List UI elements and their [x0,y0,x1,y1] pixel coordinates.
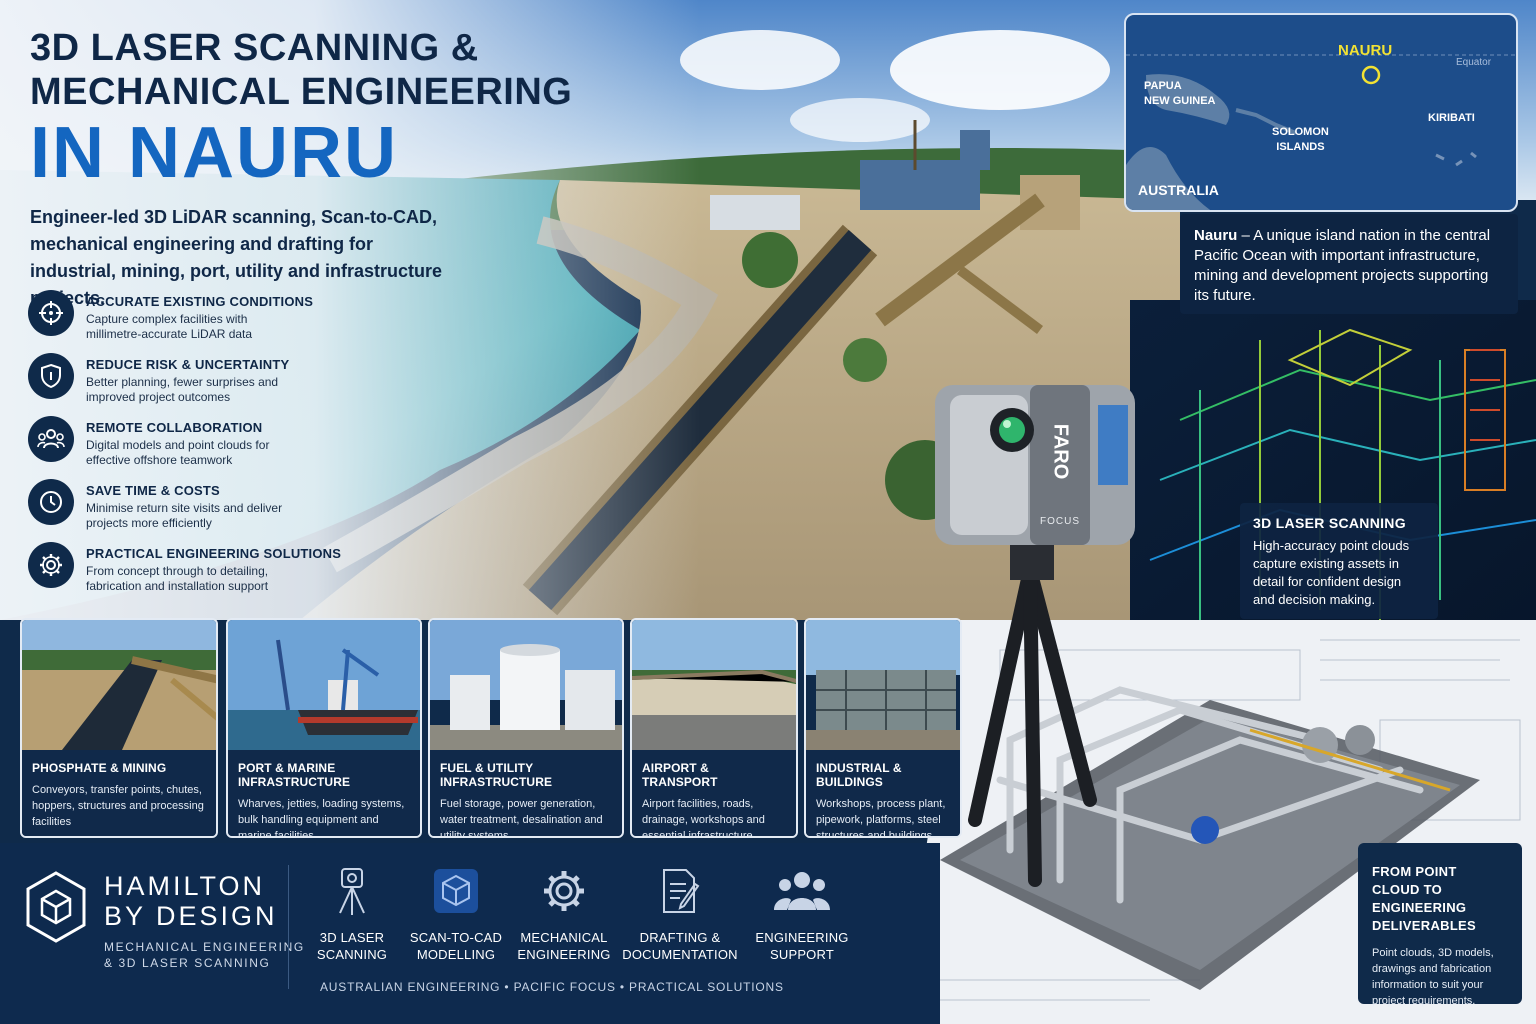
scanner-brand: FARO [1049,423,1072,480]
scanner-tripod-icon [292,863,412,919]
sector-title: INDUSTRIAL & BUILDINGS [816,761,902,789]
benefit-title: ACCURATE EXISTING CONDITIONS [86,294,314,309]
hero: 3D LASER SCANNING & MECHANICAL ENGINEERI… [30,26,630,312]
sector-card-fuel: FUEL & UTILITY INFRASTRUCTURE Fuel stora… [428,618,624,838]
sector-card-industrial: INDUSTRIAL & BUILDINGS Workshops, proces… [804,618,962,838]
benefit-desc: Minimise return site visits and deliver … [86,501,283,530]
scanning-info-title: 3D LASER SCANNING [1253,515,1406,531]
benefit-title: REMOTE COLLABORATION [86,420,263,435]
clock-icon [28,479,74,525]
benefits-list: ACCURATE EXISTING CONDITIONS Capture com… [28,290,358,605]
airport-photo [632,620,796,750]
hero-title-accent: IN NAURU [30,113,398,193]
sector-card-port: PORT & MARINE INFRASTRUCTURE Wharves, je… [226,618,422,838]
benefit-title: SAVE TIME & COSTS [86,483,220,498]
benefit-desc: Capture complex facilities with millimet… [86,312,253,341]
industrial-photo [806,620,960,750]
benefit-desc: Better planning, fewer surprises and imp… [86,375,279,404]
benefit-item: SAVE TIME & COSTS Minimise return site v… [28,479,358,542]
service-drafting: DRAFTING &DOCUMENTATION [620,863,740,963]
sector-desc: Conveyors, transfer points, chutes, hopp… [32,784,204,828]
shield-icon [28,353,74,399]
map-label-australia: AUSTRALIA [1138,182,1219,198]
nauru-info-text: – A unique island nation in the central … [1194,227,1491,304]
hexagon-logo-icon [26,871,86,943]
nauru-info-card: Nauru – A unique island nation in the ce… [1180,214,1518,314]
fuel-tanks-photo [430,620,622,750]
service-label: DRAFTING &DOCUMENTATION [622,930,738,962]
crosshair-icon [28,290,74,336]
sector-title: AIRPORT & TRANSPORT [642,761,718,789]
scanning-info-desc: High-accuracy point clouds capture exist… [1253,538,1410,607]
sector-desc: Wharves, jetties, loading systems, bulk … [238,798,405,838]
sector-title: PHOSPHATE & MINING [32,761,167,775]
scanning-info-card: 3D LASER SCANNING High-accuracy point cl… [1240,503,1438,619]
deliverables-desc: Point clouds, 3D models, drawings and fa… [1372,947,1494,1007]
map-label-kiribati: KIRIBATI [1428,112,1475,124]
deliverables-card: FROM POINT CLOUD TO ENGINEERING DELIVERA… [1358,843,1522,1007]
band-footer: AUSTRALIAN ENGINEERING • PACIFIC FOCUS •… [320,980,784,994]
gear-icon [28,542,74,588]
benefit-title: REDUCE RISK & UNCERTAINTY [86,357,290,372]
sector-desc: Workshops, process plant, pipework, plat… [816,798,946,838]
benefit-item: PRACTICAL ENGINEERING SOLUTIONS From con… [28,542,358,605]
people-icon [742,863,862,919]
document-pen-icon [620,863,740,919]
deliverables-title: FROM POINT CLOUD TO ENGINEERING DELIVERA… [1372,864,1477,933]
hero-title-line2: MECHANICAL ENGINEERING [30,71,573,113]
sector-title: PORT & MARINE INFRASTRUCTURE [238,761,351,789]
map-label-nauru: NAURU [1338,42,1393,59]
benefit-title: PRACTICAL ENGINEERING SOLUTIONS [86,546,342,561]
nauru-info-bold: Nauru [1194,227,1238,244]
benefit-item: ACCURATE EXISTING CONDITIONS Capture com… [28,290,358,353]
hero-subtitle: Engineer-led 3D LiDAR scanning, Scan-to-… [30,207,443,308]
sector-desc: Fuel storage, power generation, water tr… [440,798,603,838]
benefit-item: REDUCE RISK & UNCERTAINTY Better plannin… [28,353,358,416]
scanner-model: FOCUS [1040,516,1080,527]
band-divider [288,865,289,989]
sector-card-mining: PHOSPHATE & MINING Conveyors, transfer p… [20,618,218,838]
brand-tagline: MECHANICAL ENGINEERING& 3D LASER SCANNIN… [104,940,305,970]
map-landmass [1126,54,1516,210]
benefit-desc: Digital models and point clouds for effe… [86,438,270,467]
gear-icon [504,863,624,919]
port-photo [228,620,420,750]
hero-title-line1: 3D LASER SCANNING & [30,27,479,69]
sector-card-airport: AIRPORT & TRANSPORT Airport facilities, … [630,618,798,838]
sector-desc: Airport facilities, roads, drainage, wor… [642,798,765,838]
sector-title: FUEL & UTILITY INFRASTRUCTURE [440,761,553,789]
benefit-item: REMOTE COLLABORATION Digital models and … [28,416,358,479]
mining-photo [22,620,216,750]
team-icon [28,416,74,462]
cube-model-icon [396,863,516,919]
benefit-desc: From concept through to detailing, fabri… [86,564,269,593]
map-label-equator: Equator [1456,57,1492,68]
